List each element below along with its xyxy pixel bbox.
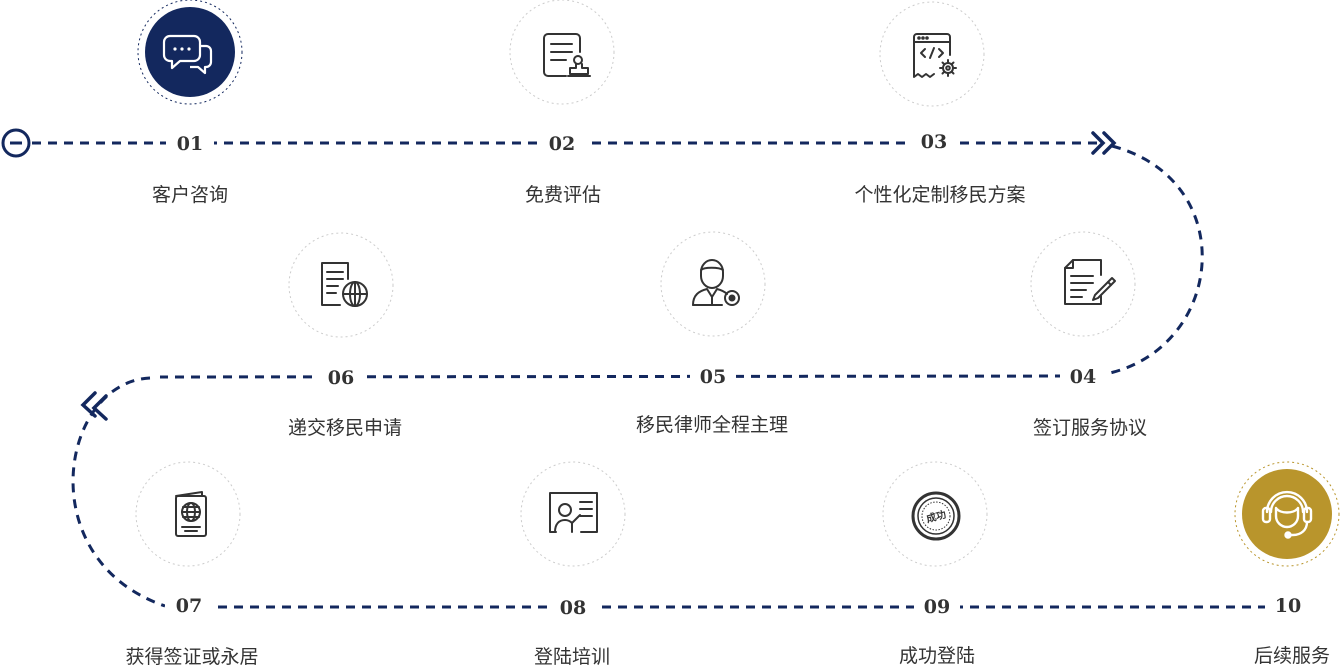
step-10-label: 后续服务 xyxy=(1254,645,1330,667)
step-02: 02 免费评估 xyxy=(509,0,615,206)
step-01-number: 01 xyxy=(177,133,203,155)
step-05-circle xyxy=(660,231,766,337)
step-04-number: 04 xyxy=(1070,366,1096,388)
step-06-number: 06 xyxy=(328,367,354,389)
step-06-circle xyxy=(288,232,394,338)
evaluation-form-icon xyxy=(543,33,591,77)
flow-path-curve-left xyxy=(71,376,166,608)
step-09-circle xyxy=(882,461,988,567)
step-10-circle xyxy=(1242,469,1332,559)
lawyer-icon xyxy=(692,259,740,306)
arrow-right-icon xyxy=(1091,131,1117,155)
step-03: 03 个性化定制移民方案 xyxy=(854,1,1026,206)
step-10: 10 后续服务 xyxy=(1234,461,1340,667)
step-06: 06 递交移民申请 xyxy=(288,232,402,439)
step-07: 07 获得签证或永居 xyxy=(125,461,259,667)
step-05-number: 05 xyxy=(700,366,726,388)
step-08-label: 登陆培训 xyxy=(534,646,610,667)
step-02-number: 02 xyxy=(549,133,575,155)
step-03-number: 03 xyxy=(921,131,947,153)
step-03-label: 个性化定制移民方案 xyxy=(854,184,1025,206)
step-01-label: 客户咨询 xyxy=(152,184,228,206)
step-01: 01 客户咨询 xyxy=(137,0,243,206)
arrow-left-icon xyxy=(80,391,108,421)
sign-document-icon xyxy=(1064,259,1116,305)
step-10-number: 10 xyxy=(1275,595,1301,617)
chat-bubbles-icon xyxy=(162,34,213,75)
step-09-number: 09 xyxy=(924,596,950,618)
step-07-number: 07 xyxy=(176,595,202,617)
step-09: 成功 09 成功登陆 xyxy=(882,461,988,667)
step-08: 08 登陆培训 xyxy=(520,461,626,667)
headset-icon xyxy=(1261,490,1313,539)
flow-path-curve-right xyxy=(1109,144,1204,375)
passport-icon xyxy=(175,491,207,537)
flow-path-row2 xyxy=(159,374,1097,379)
step-04: 04 签订服务协议 xyxy=(1030,231,1147,439)
training-board-icon xyxy=(549,492,598,533)
step-05-label: 移民律师全程主理 xyxy=(636,414,788,436)
start-marker-icon xyxy=(1,128,31,158)
application-globe-icon xyxy=(321,262,368,307)
step-05: 05 移民律师全程主理 xyxy=(636,231,788,436)
step-09-label: 成功登陆 xyxy=(899,645,975,667)
step-08-circle xyxy=(520,461,626,567)
step-07-label: 获得签证或永居 xyxy=(125,646,258,667)
code-document-gear-icon xyxy=(913,33,957,78)
step-02-label: 免费评估 xyxy=(525,184,601,206)
step-08-number: 08 xyxy=(560,597,586,619)
step-06-label: 递交移民申请 xyxy=(288,417,402,439)
step-04-label: 签订服务协议 xyxy=(1033,417,1147,439)
step-01-circle xyxy=(145,7,235,97)
